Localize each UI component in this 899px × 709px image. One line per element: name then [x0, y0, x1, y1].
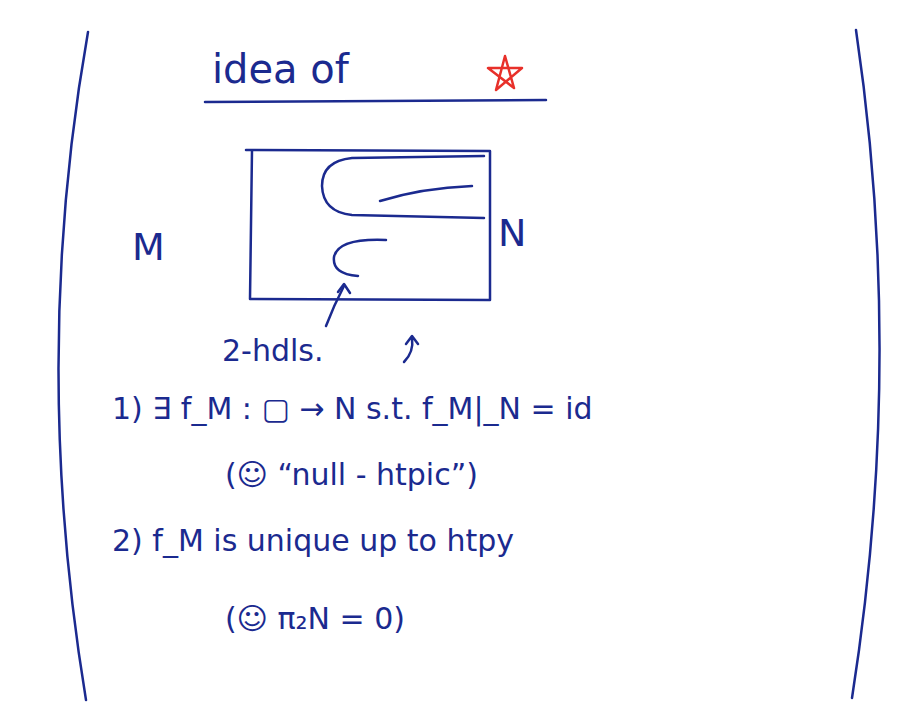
red-star	[488, 56, 522, 90]
manifold-box	[246, 150, 490, 300]
remark-line: (☺ “null - htpic”)	[225, 458, 478, 493]
handle-note: 2-hdls.	[222, 334, 323, 369]
handle-core	[380, 186, 472, 201]
leader-line	[326, 286, 344, 326]
left-bracket	[58, 32, 88, 700]
remark-line: (☺ π₂N = 0)	[225, 602, 405, 637]
submanifold-label: N	[498, 212, 526, 256]
curved-arrow	[404, 336, 418, 362]
manifold-label: M	[132, 226, 165, 270]
statement-line: 1) ∃ f_M : ▢ → N s.t. f_M|_N = id	[112, 392, 593, 427]
leader-arrowhead	[338, 284, 350, 293]
handle-outline	[322, 156, 484, 218]
title-text: idea of	[212, 46, 349, 92]
title-underline	[205, 100, 546, 102]
handle-outline	[334, 240, 386, 276]
statement-line: 2) f_M is unique up to htpy	[112, 524, 514, 559]
right-bracket	[852, 30, 880, 698]
